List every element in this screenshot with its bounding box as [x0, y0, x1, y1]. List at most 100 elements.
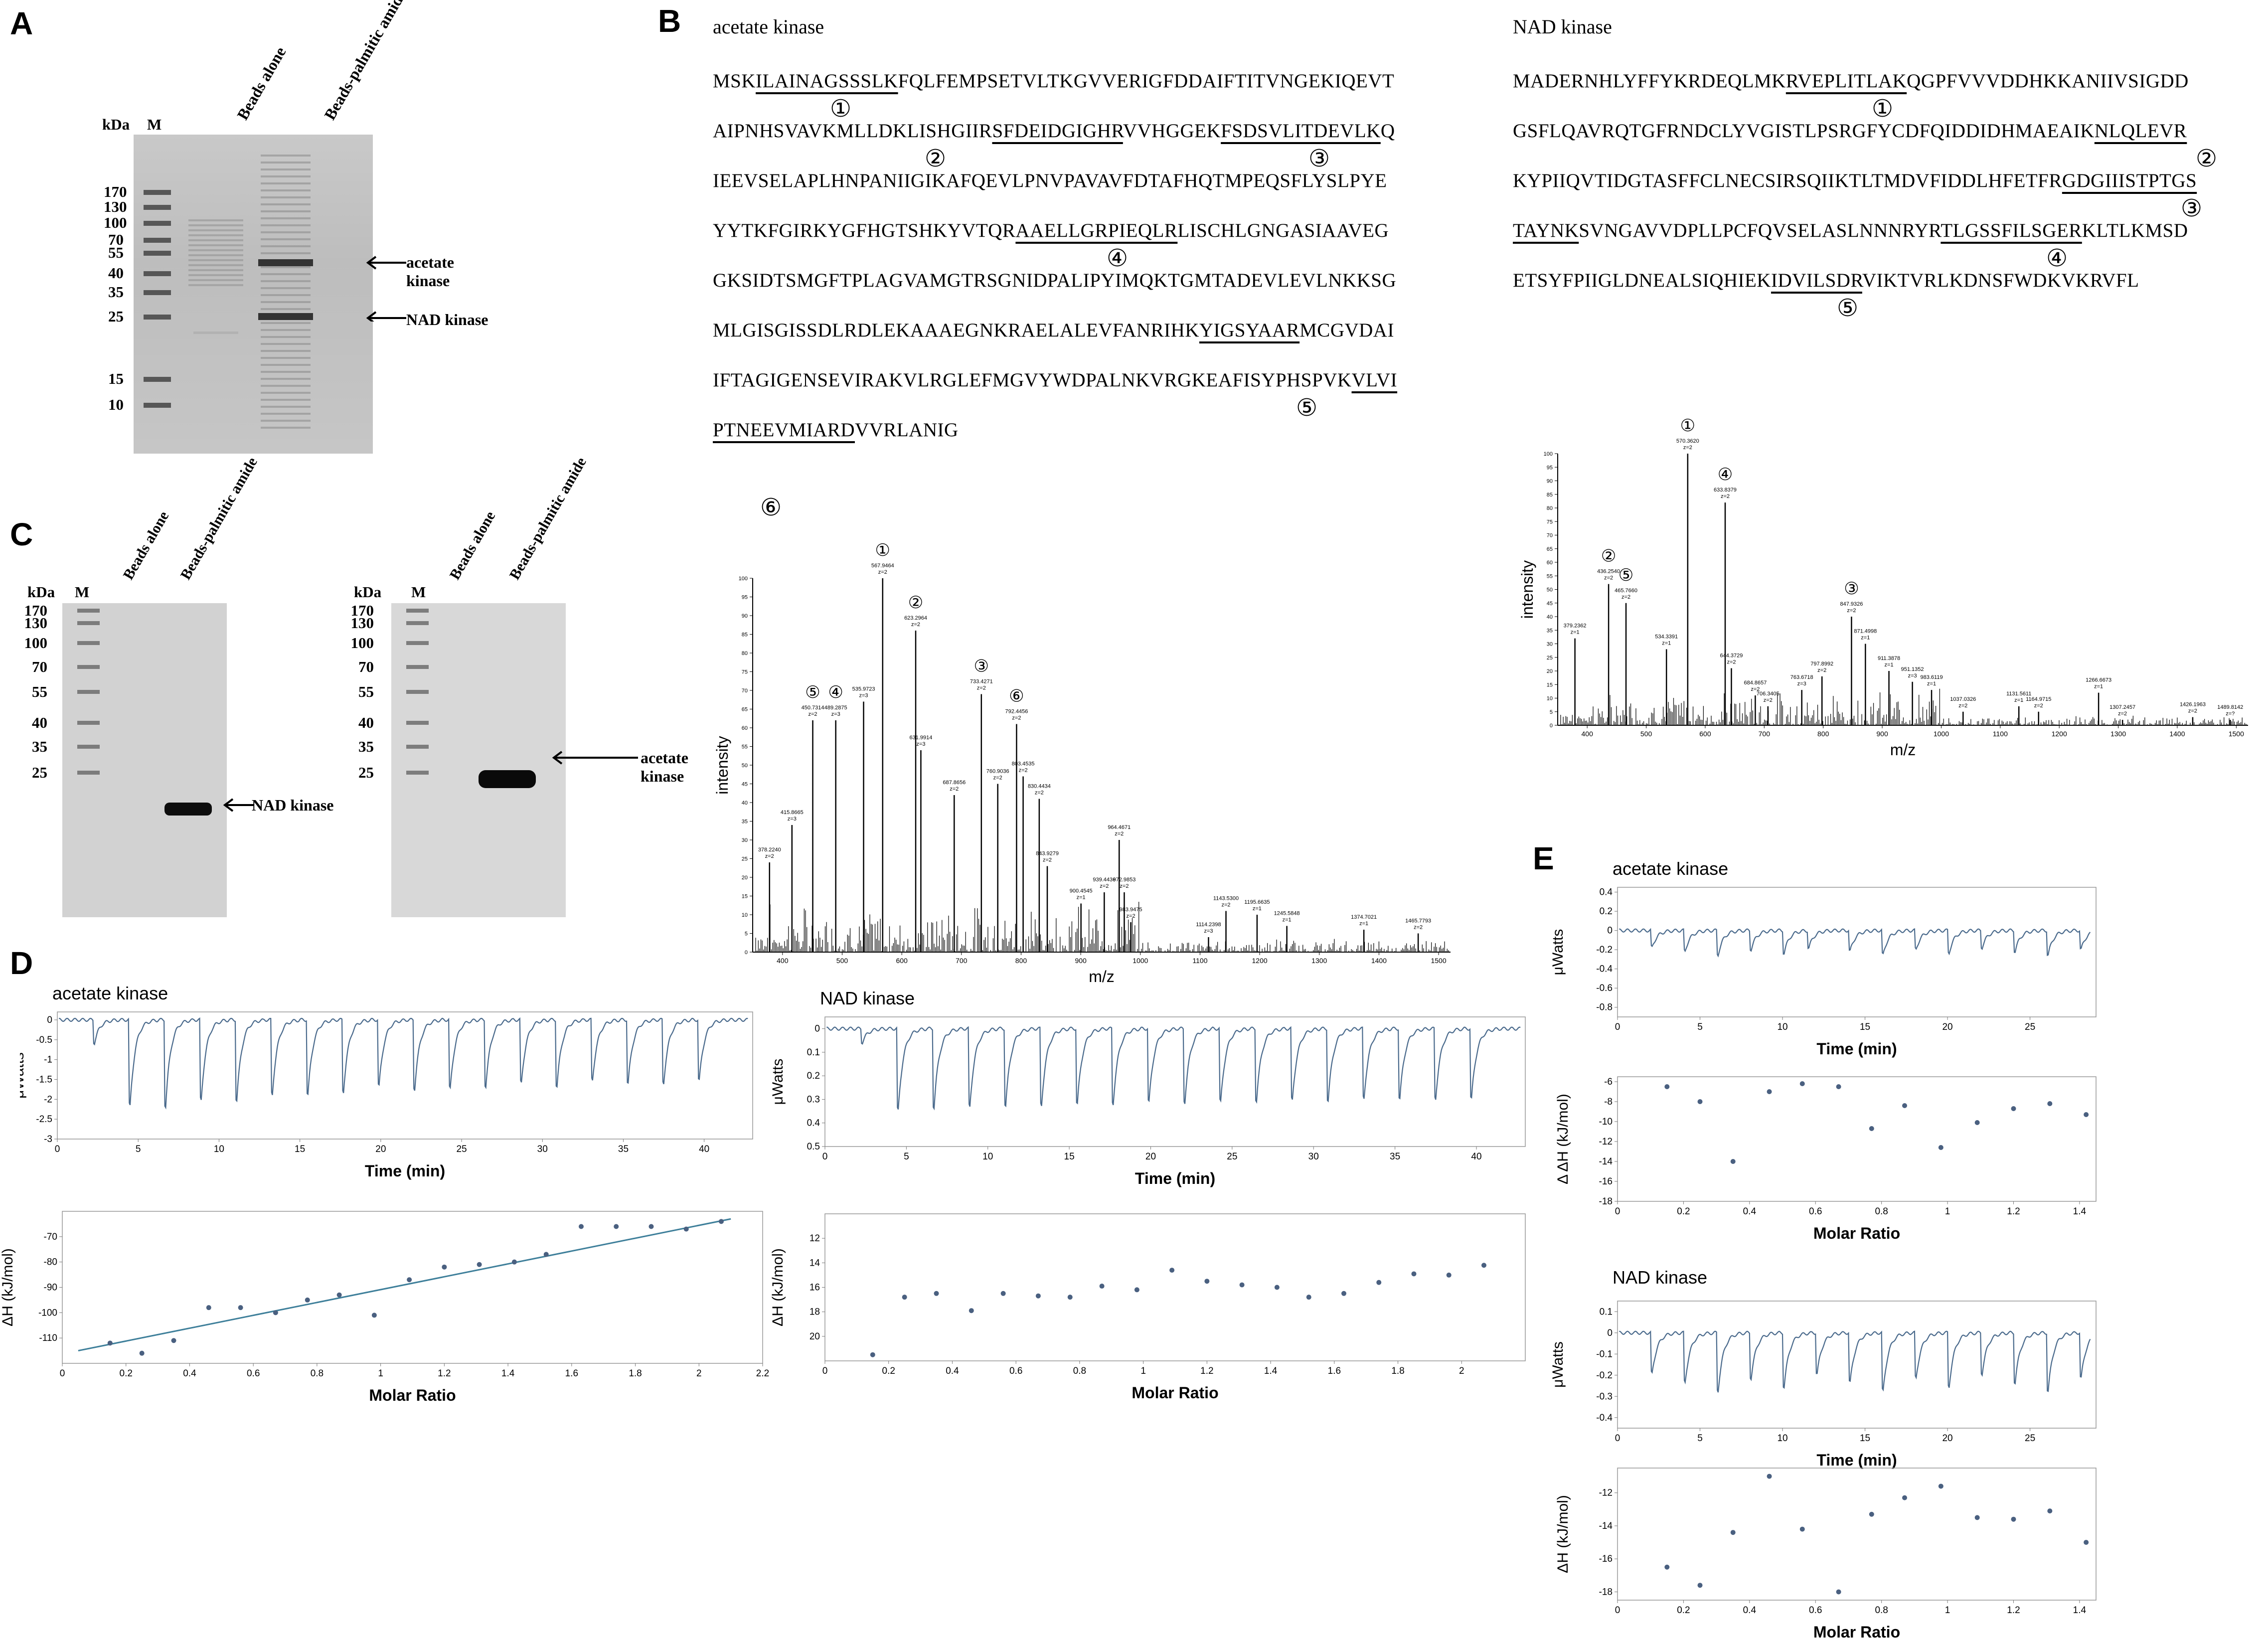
y-tick-label: 40 [742, 800, 748, 806]
data-point [969, 1308, 974, 1314]
chart-title: acetate kinase [1613, 858, 1728, 879]
peak-charge-label: z=2 [1764, 697, 1773, 703]
x-axis-label: Time (min) [365, 1162, 445, 1180]
ladder-band [77, 665, 100, 669]
peak-mz-label: 830.4434 [1028, 784, 1051, 790]
seq-segment: KYPIIQVTIDGTASFFCLNECSIRSQIIKTLTMDVFIDDL… [1513, 170, 2062, 191]
y-tick-label: 55 [742, 744, 748, 750]
seq-line: TAYNKSVNGAVVDPLLPCFQVSELASLNNNRYRTLGSSFI… [1513, 219, 2188, 242]
peak-charge-label: z=1 [1927, 681, 1936, 687]
x-tick-label: 1.8 [1391, 1366, 1404, 1376]
blot-c-left-lane-beads-palmitic-amide: Beads-palmitic amide [177, 454, 261, 583]
seq-mark-circled-number: ① [1872, 95, 1894, 123]
x-axis-label: Time (min) [1135, 1169, 1215, 1187]
fit-line [78, 1218, 731, 1352]
seq-segment: AIPNHSVAVKMLLDKLISHGIIR [713, 120, 992, 142]
y-tick-label: 18 [810, 1307, 820, 1317]
x-tick-label: 1400 [1371, 957, 1387, 965]
peak-charge-label: z=2 [1019, 768, 1028, 774]
x-tick-label: 0 [1615, 1605, 1620, 1616]
x-axis-label: Time (min) [1816, 1451, 1897, 1469]
seq-segment: TAYNK [1513, 220, 1579, 241]
peak-mark-circled-number: ② [908, 593, 923, 612]
gel-a-band-label-nad-kinase: NAD kinase [406, 311, 488, 329]
peak-mz-label: 843.9279 [1036, 851, 1059, 857]
peak-charge-label: z=2 [1727, 659, 1736, 665]
gel-band-acetate-kinase [258, 259, 313, 266]
peak-mark-circled-number: ③ [974, 657, 989, 676]
x-tick-label: 20 [1145, 1151, 1156, 1162]
data-point [2047, 1101, 2053, 1106]
x-tick-label: 500 [1640, 730, 1652, 738]
y-tick-label: 90 [1547, 479, 1553, 485]
ladder-band [77, 745, 100, 749]
data-point [1902, 1103, 1907, 1108]
gel-band [261, 378, 311, 380]
y-tick-label: 30 [1547, 642, 1553, 648]
ladder-band [144, 290, 171, 295]
peak-charge-label: z=3 [831, 711, 840, 717]
data-point [1664, 1084, 1670, 1089]
x-tick-label: 0 [55, 1144, 60, 1154]
x-tick-label: 1100 [1993, 730, 2008, 738]
seq-line: MLGISGISSDLRDLEKAAAEGNKRAELALEVFANRIHKYI… [713, 319, 1394, 341]
y-tick-label: 0.4 [1600, 887, 1613, 898]
y-tick-label: 0 [1550, 723, 1553, 729]
y-tick-label: -0.8 [1596, 1002, 1613, 1013]
blot-c-right-kda-label: kDa [354, 583, 382, 601]
x-tick-label: 10 [982, 1151, 993, 1162]
ladder-band [406, 641, 429, 645]
blot-ladder-label: 55 [32, 683, 47, 700]
ladder-band [406, 771, 429, 775]
peak-mz-label: 964.4671 [1108, 824, 1131, 830]
x-tick-label: 1500 [2229, 730, 2244, 738]
x-tick-label: 0 [1615, 1206, 1620, 1217]
peak-mz-label: 733.4271 [970, 679, 993, 685]
data-point [1035, 1293, 1041, 1299]
gel-band [261, 399, 311, 401]
x-tick-label: 25 [456, 1144, 467, 1154]
y-tick-label: -16 [1599, 1554, 1613, 1564]
x-tick-label: 0.2 [120, 1368, 133, 1379]
x-tick-label: 0.6 [1009, 1366, 1022, 1376]
ladder-band [144, 221, 171, 226]
y-tick-label: 10 [1547, 696, 1553, 702]
x-tick-label: 1 [378, 1368, 383, 1379]
gel-band [261, 168, 311, 170]
seq-mark-circled-number: ③ [1308, 145, 1330, 172]
data-point [1869, 1511, 1874, 1517]
data-point [1767, 1474, 1772, 1479]
x-tick-label: 0.8 [311, 1368, 324, 1379]
data-point [1411, 1271, 1417, 1277]
peak-charge-label: z=3 [788, 816, 797, 822]
arrow-icon [223, 798, 254, 812]
y-tick-label: 65 [1547, 546, 1553, 552]
y-tick-label: -14 [1599, 1521, 1613, 1531]
y-tick-label: 80 [1547, 505, 1553, 511]
peak-mark-circled-number: ③ [1844, 579, 1859, 598]
seq-segment: IDVILSDR [1771, 270, 1862, 291]
peak-charge-label: z=1 [1359, 921, 1368, 927]
seq-mark-circled-number: ④ [1107, 244, 1129, 272]
gel-band [261, 406, 311, 408]
y-tick-label: -1.5 [36, 1074, 52, 1085]
peak-mz-label: 644.3729 [1720, 653, 1743, 659]
y-tick-label: 10 [742, 912, 748, 918]
x-tick-label: 700 [1759, 730, 1771, 738]
peak-mz-label: 792.4456 [1005, 709, 1028, 715]
y-tick-label: 0 [47, 1015, 52, 1025]
y-tick-label: 60 [742, 725, 748, 731]
y-tick-label: -90 [44, 1283, 57, 1293]
blot-c-left-marker-label: M [75, 583, 90, 601]
x-tick-label: 600 [1699, 730, 1711, 738]
gel-a-ladder-label: 100 [104, 214, 127, 231]
x-tick-label: 1.6 [1328, 1366, 1341, 1376]
peak-charge-label: z=2 [1817, 667, 1826, 673]
gel-band [261, 336, 311, 338]
peak-mz-label: 706.3405 [1757, 691, 1780, 697]
seq-line: AIPNHSVAVKMLLDKLISHGIIRSFDEIDGIGHRVVHGGE… [713, 120, 1395, 142]
panel-label-b: B [658, 3, 681, 39]
x-axis-label: m/z [1089, 968, 1115, 986]
peak-charge-label: z=2 [2118, 711, 2127, 717]
